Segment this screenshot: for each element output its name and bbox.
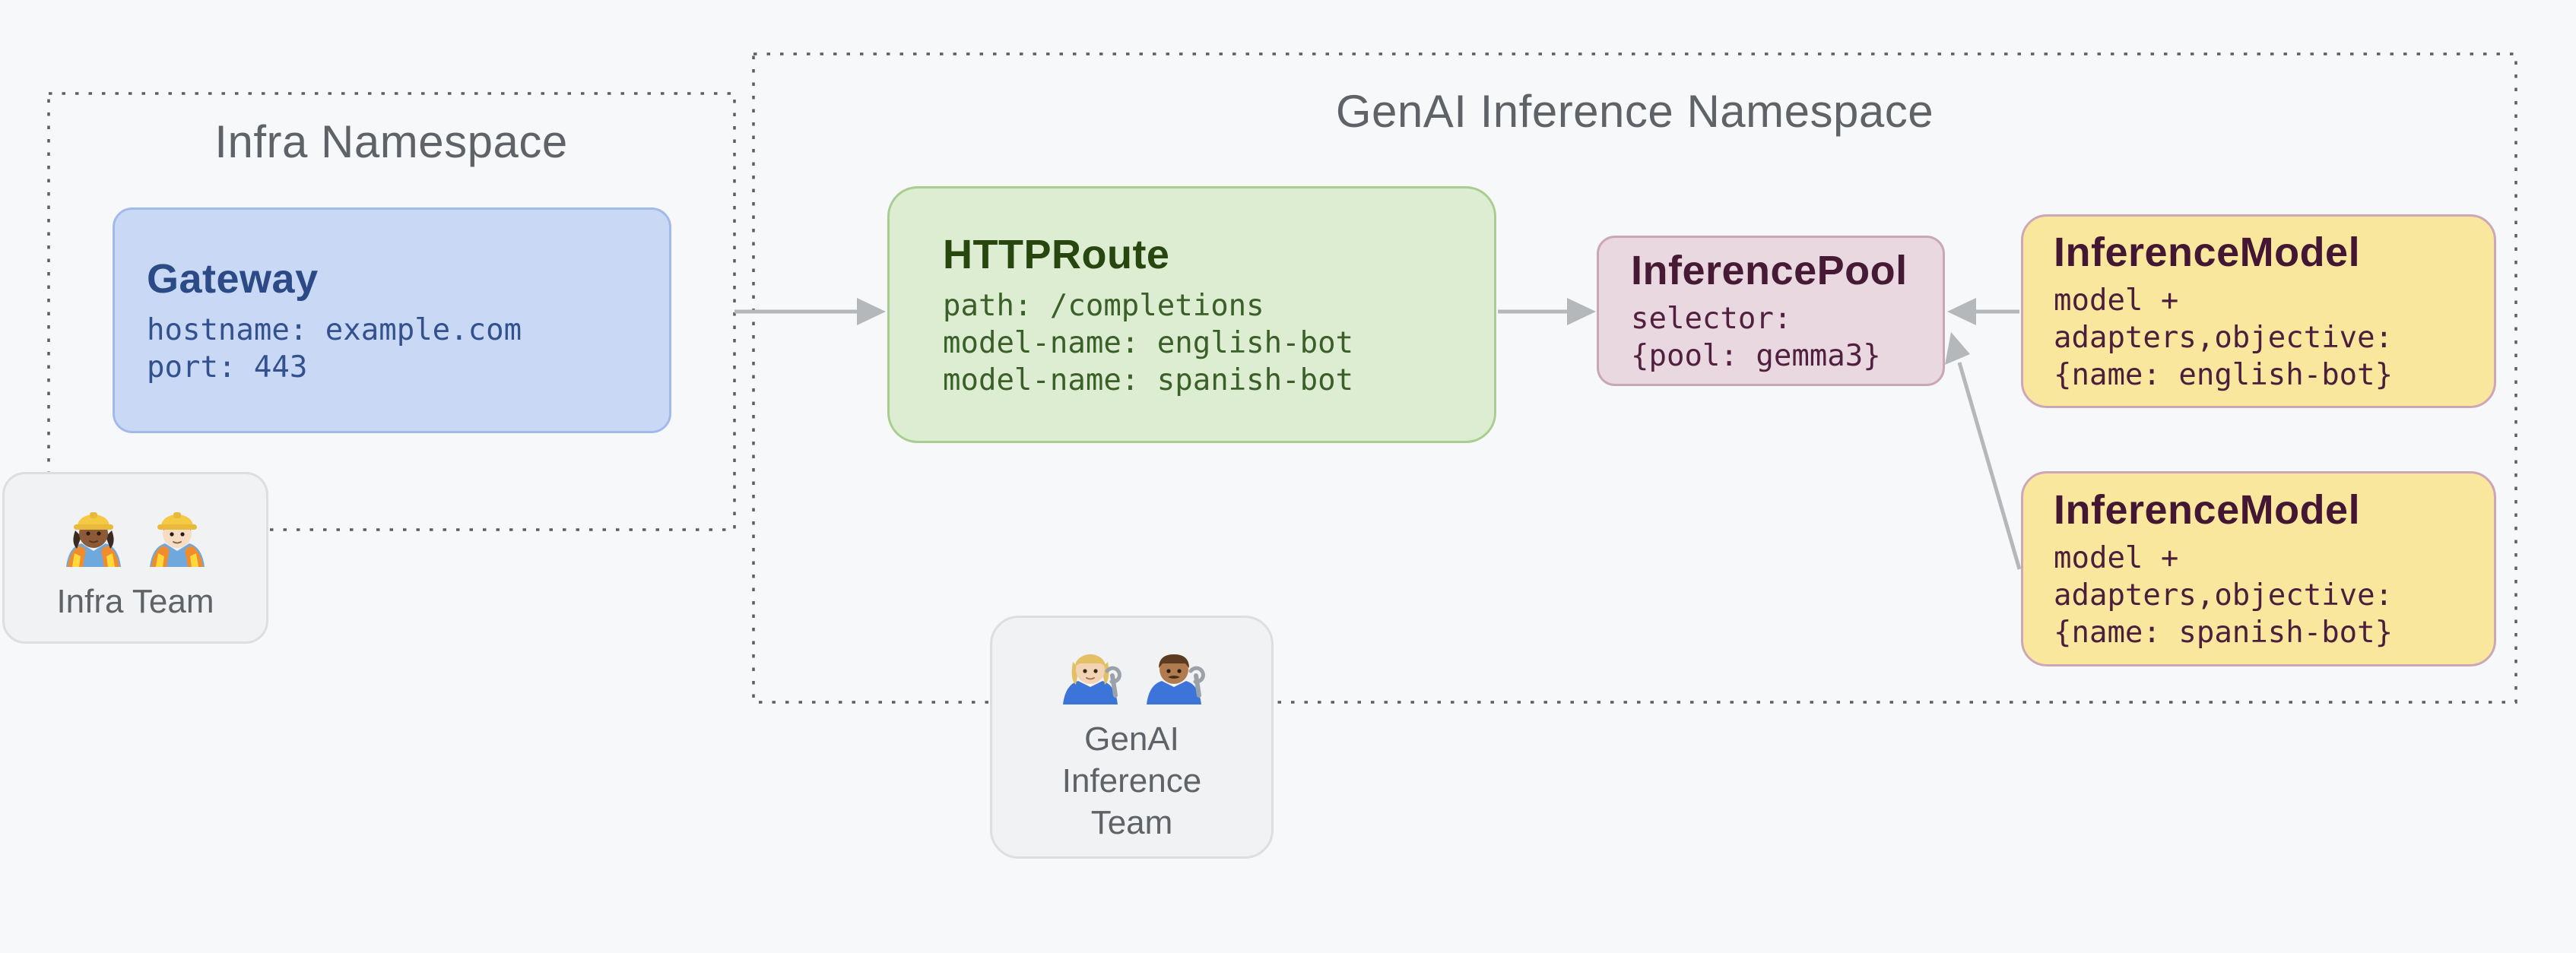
arrow-model-spanish-to-inferencepool [1945,332,2022,570]
wrench-icon [1188,666,1205,698]
inference-model-english-spec: model + adapters,objective: {name: engli… [2054,282,2494,394]
genai-team-emoji-row [1052,632,1212,708]
inference-model-spanish-spec: model + adapters,objective: {name: spani… [2054,540,2494,651]
inference-pool-spec: selector: {pool: gemma3} [1631,300,1943,375]
wrench-icon [1105,666,1121,698]
inference-model-spanish-adapters-line: adapters,objective: [2054,578,2394,613]
infra-namespace-border [47,92,736,531]
inference-model-spanish-name-line: {name: spanish-bot} [2054,616,2394,650]
httproute-model-english-line: model-name: english-bot [943,325,1354,360]
genai-team-label: GenAI Inference Team [1061,720,1202,841]
infra-team-label: Infra Team [56,582,214,620]
inference-model-english-title: InferenceModel [2054,230,2361,275]
man-mechanic-emoji [1146,654,1205,704]
inference-model-english-model-line: model + [2054,283,2179,318]
genai-namespace-title: GenAI Inference Namespace [1335,86,1934,137]
infra-namespace-title: Infra Namespace [214,116,568,167]
inference-pool-title: InferencePool [1631,248,1908,293]
inference-pool-selector-line: selector: [1631,302,1792,336]
gateway-port-line: port: 443 [147,350,308,385]
gateway-hostname-line: hostname: example.com [147,312,522,347]
httproute-title: HTTPRoute [943,231,1170,277]
gateway-title: Gateway [147,255,319,302]
inference-model-english-name-line: {name: english-bot} [2054,358,2394,392]
httproute-model-spanish-line: model-name: spanish-bot [943,363,1354,397]
httproute-path-line: path: /completions [943,288,1264,323]
inference-pool-node: InferencePool selector: {pool: gemma3} [1597,236,1945,386]
arrow-gateway-to-httproute [734,298,886,325]
httproute-spec: path: /completions model-name: english-b… [943,287,1494,399]
gateway-spec: hostname: example.com port: 443 [147,312,669,386]
man-construction-worker-emoji [150,511,205,567]
woman-construction-worker-emoji [66,511,121,567]
genai-team-box: GenAI Inference Team [990,616,1274,859]
inference-model-spanish-node: InferenceModel model + adapters,objectiv… [2021,471,2496,666]
inference-model-english-node: InferenceModel model + adapters,objectiv… [2021,214,2496,408]
inference-model-spanish-model-line: model + [2054,541,2179,575]
genai-namespace-border [752,52,2517,704]
woman-mechanic-emoji [1062,654,1121,704]
inference-model-spanish-title: InferenceModel [2054,487,2361,533]
inference-model-english-adapters-line: adapters,objective: [2054,321,2394,355]
arrow-model-english-to-inferencepool [1947,298,2019,325]
arrow-httproute-to-inferencepool [1498,298,1596,325]
inference-pool-pool-line: {pool: gemma3} [1631,339,1881,373]
infra-team-box: Infra Team [2,472,268,644]
gateway-node: Gateway hostname: example.com port: 443 [113,207,671,433]
httproute-node: HTTPRoute path: /completions model-name:… [887,186,1496,443]
infra-team-emoji-row [56,494,215,570]
